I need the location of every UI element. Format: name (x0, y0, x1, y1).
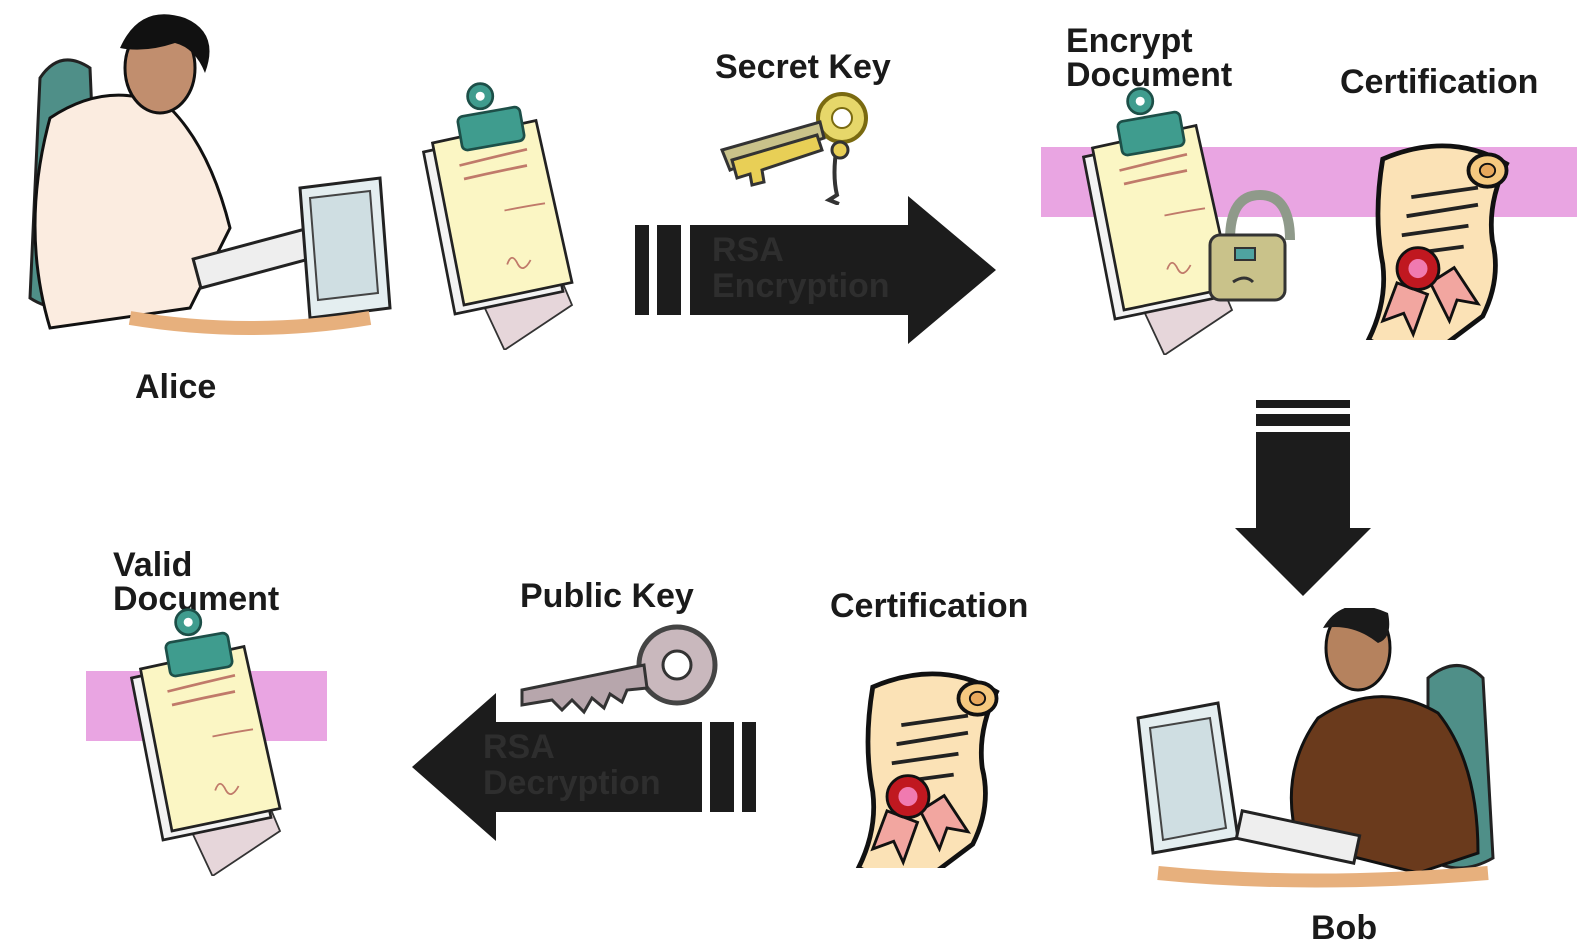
encrypt-document-label: Encrypt Document (1066, 22, 1233, 94)
valid-document-label: Valid Document (113, 546, 280, 618)
valid-document-icon (130, 608, 282, 876)
bob-person-icon (1128, 608, 1508, 898)
bob-label: Bob (1311, 909, 1378, 947)
document-icon (422, 82, 574, 350)
secret-key-label: Secret Key (715, 48, 891, 86)
certificate-top-icon (1355, 140, 1520, 340)
certification-bottom-label: Certification (830, 587, 1029, 625)
rsa-decryption-arrow (412, 693, 756, 841)
rsa-decryption-label: RSA Decryption (483, 728, 661, 802)
public-key-label: Public Key (520, 577, 694, 615)
rsa-encryption-label: RSA Encryption (712, 231, 890, 305)
certificate-bottom-icon (845, 668, 1010, 868)
down-arrow (1235, 400, 1371, 596)
certification-top-label: Certification (1340, 63, 1539, 101)
alice-label: Alice (135, 368, 217, 406)
padlock-icon (1208, 190, 1295, 302)
rsa-encryption-arrow (635, 196, 996, 344)
secret-key-icon (719, 92, 868, 205)
alice-person-icon (10, 8, 400, 343)
